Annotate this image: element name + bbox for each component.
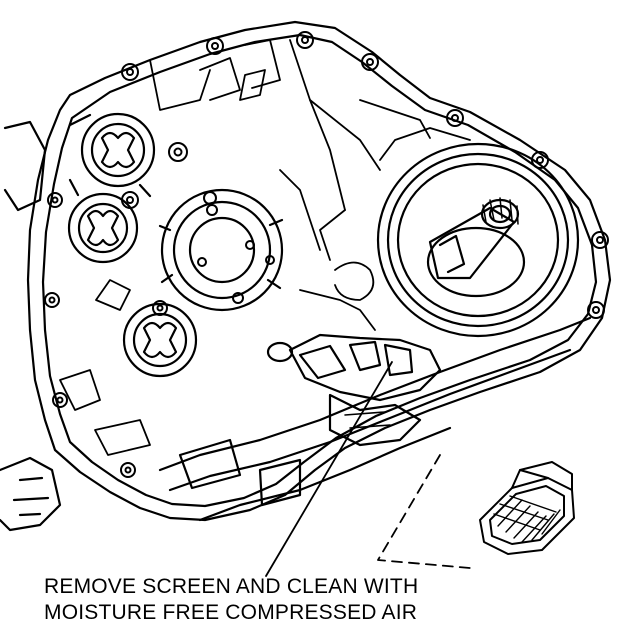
caption-line-1: REMOVE SCREEN AND CLEAN WITH	[44, 575, 419, 598]
transaxle-case-outline	[0, 20, 612, 532]
leader-lines	[265, 361, 471, 577]
input-shaft-drum	[376, 127, 580, 338]
oil-pump-bores	[67, 112, 198, 378]
valve-body-mounting	[266, 333, 442, 447]
case-webbing	[59, 39, 431, 456]
caption-line-2: MOISTURE FREE COMPRESSED AIR	[44, 601, 418, 624]
filter-screen-icon	[479, 461, 575, 555]
center-bore	[158, 188, 284, 312]
input-shaft	[428, 206, 516, 280]
